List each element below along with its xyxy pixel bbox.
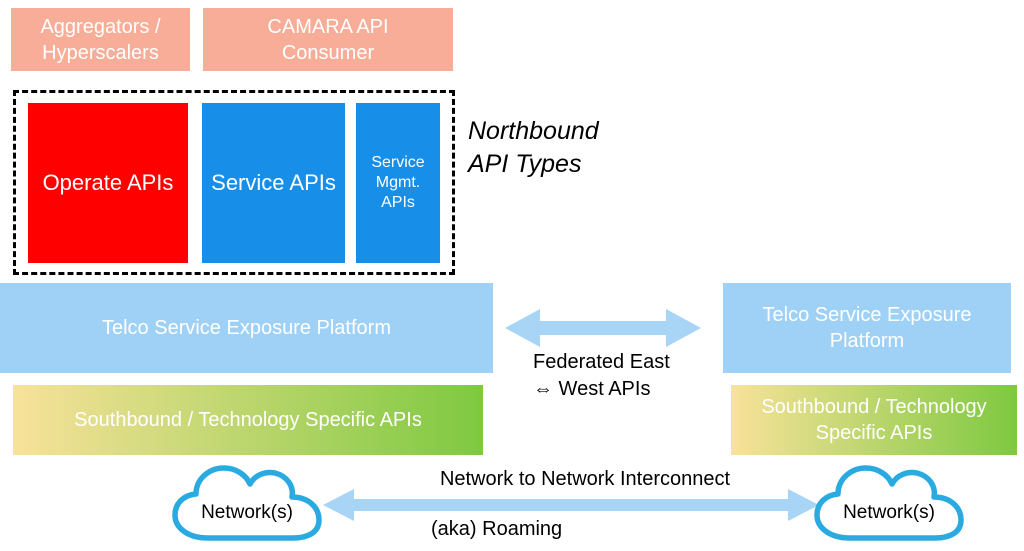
northbound-api-group: Operate APIs Service APIs Service Mgmt. … (13, 90, 455, 275)
service-apis-box: Service APIs (202, 103, 345, 263)
network-interconnect-arrow-icon (323, 489, 819, 521)
camara-api-consumer-box: CAMARA API Consumer (203, 8, 453, 71)
operate-apis-box: Operate APIs (28, 103, 188, 263)
network-interconnect-title: Network to Network Interconnect (439, 468, 731, 490)
cloud-icon (172, 465, 322, 541)
telco-service-exposure-platform-left: Telco Service Exposure Platform (0, 283, 493, 373)
northbound-api-types-caption: Northbound API Types (468, 117, 599, 178)
network-cloud-right-label: Network(s) (843, 502, 935, 523)
southbound-apis-left: Southbound / Technology Specific APIs (13, 385, 483, 455)
aggregators-hyperscalers-box: Aggregators / Hyperscalers (11, 8, 190, 71)
roaming-label: (aka) Roaming (431, 518, 563, 540)
service-mgmt-apis-box: Service Mgmt. APIs (356, 103, 440, 263)
southbound-apis-right: Southbound / Technology Specific APIs (731, 385, 1017, 455)
network-cloud-left: Network(s) (168, 460, 326, 548)
network-cloud-right: Network(s) (810, 460, 968, 548)
cloud-icon (814, 465, 964, 541)
telco-service-exposure-platform-right: Telco Service Exposure Platform (723, 283, 1011, 373)
federated-east-west-label: Federated East ⇔ West APIs (533, 351, 670, 400)
east-west-arrow-icon (505, 309, 701, 347)
network-cloud-left-label: Network(s) (201, 502, 293, 523)
